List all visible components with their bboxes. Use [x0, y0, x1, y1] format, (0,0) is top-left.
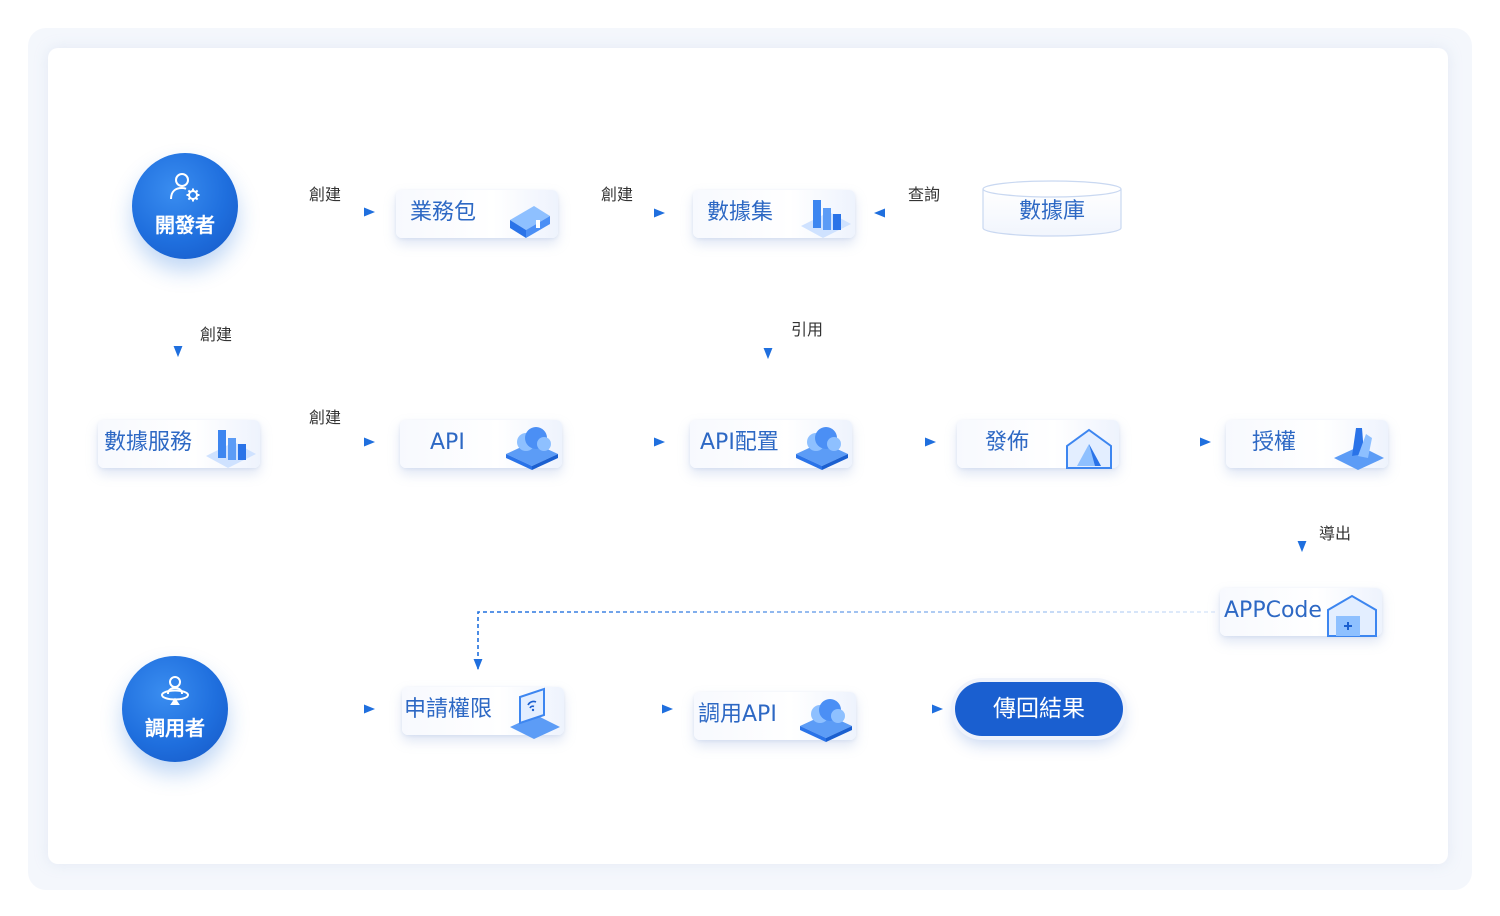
edge-label-reference: 引用	[791, 320, 824, 339]
user-gear-icon	[170, 173, 200, 202]
node-database: 數據庫	[982, 180, 1122, 238]
isometric-3d-illustration-icon	[801, 200, 851, 238]
node-publish: 發佈	[957, 420, 1119, 469]
edge-label-export: 導出	[1319, 524, 1352, 543]
isometric-3d-illustration-icon	[1334, 428, 1384, 470]
node-api-config: API配置	[690, 420, 852, 470]
caller-label: 調用者	[145, 716, 205, 740]
isometric-3d-illustration-icon	[206, 430, 256, 468]
caller-actor: 調用者	[122, 656, 228, 762]
node-api: API	[400, 420, 562, 470]
node-appcode: APPCode	[1220, 588, 1382, 637]
node-label: 數據集	[707, 200, 774, 225]
isometric-3d-illustration-icon	[1327, 594, 1377, 637]
node-label: 調用API	[698, 702, 777, 727]
isometric-3d-illustration-icon	[800, 699, 852, 742]
node-label: 申請權限	[404, 697, 493, 722]
node-call-api: 調用API	[694, 692, 856, 742]
isometric-3d-illustration-icon	[1066, 428, 1112, 469]
node-label: APPCode	[1224, 598, 1322, 623]
node-label: 發佈	[985, 430, 1030, 455]
isometric-3d-illustration-icon	[796, 427, 848, 470]
developer-actor: 開發者	[132, 153, 238, 259]
edge-label-create: 創建	[309, 185, 342, 204]
edge-appcode-to-apply-permission	[473, 611, 1215, 671]
node-label: 授權	[1252, 430, 1297, 455]
cylinder-database-icon	[982, 180, 1122, 237]
user-orbit-icon	[161, 676, 189, 705]
edge-label-create: 創建	[601, 185, 634, 204]
node-label: API配置	[700, 430, 779, 455]
node-label: 業務包	[410, 200, 477, 225]
node-authorize: 授權	[1226, 420, 1388, 470]
isometric-3d-illustration-icon	[510, 206, 550, 238]
node-data-service: 數據服務	[98, 420, 260, 468]
isometric-3d-illustration-icon	[506, 427, 558, 470]
edge-label-create: 創建	[200, 325, 233, 344]
node-label: 數據庫	[1018, 199, 1085, 224]
node-apply-permission: 申請權限	[402, 687, 564, 739]
node-return-result: 傳回結果	[955, 682, 1123, 736]
edge-label-query: 查詢	[908, 185, 941, 204]
developer-label: 開發者	[155, 213, 215, 237]
node-business-package: 業務包	[396, 190, 558, 238]
node-label: API	[430, 430, 465, 455]
node-label: 數據服務	[104, 430, 193, 455]
node-dataset: 數據集	[693, 190, 855, 238]
edge-label-create: 創建	[309, 408, 342, 427]
node-label: 傳回結果	[993, 696, 1085, 722]
isometric-3d-illustration-icon	[510, 687, 560, 739]
